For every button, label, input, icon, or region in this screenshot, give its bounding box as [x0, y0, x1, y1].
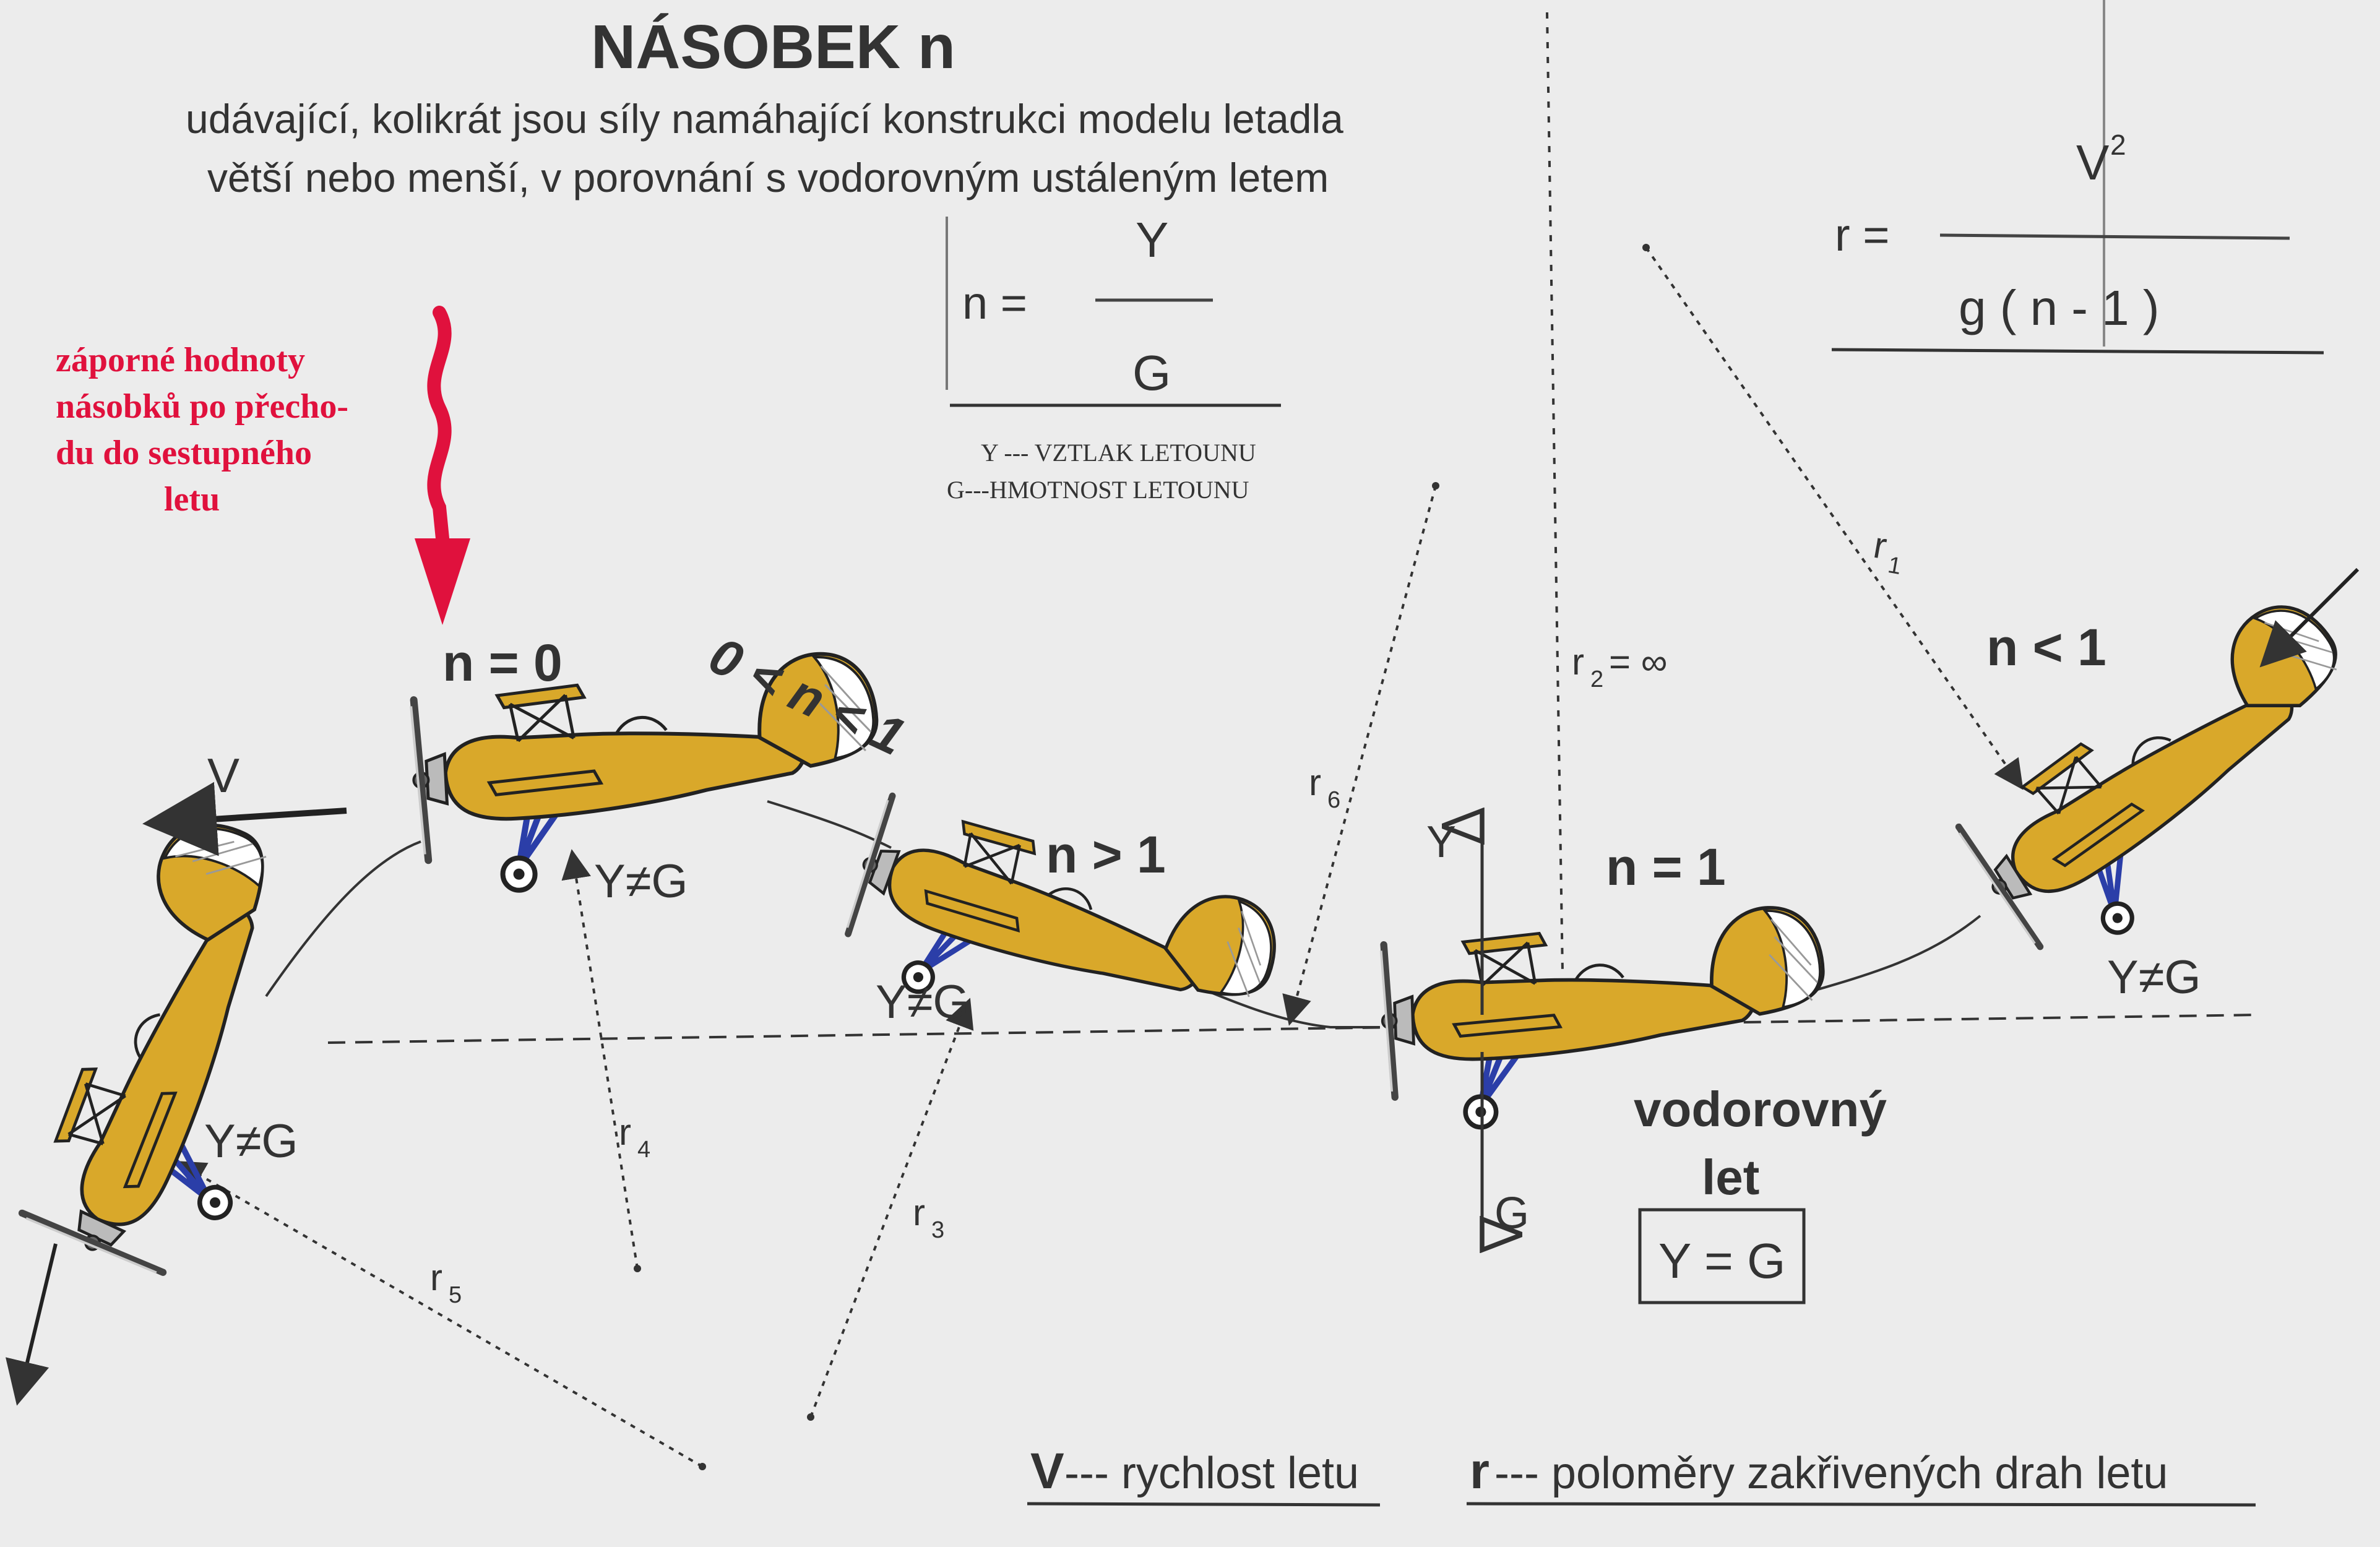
red-arrow-head-icon — [415, 538, 470, 625]
radius-r1-line — [1645, 246, 2024, 790]
label-r5: r 5 — [430, 1257, 462, 1308]
svg-text:r: r — [430, 1257, 442, 1298]
svg-text:6: 6 — [1327, 787, 1340, 813]
label-y-not-g-dive: Y≠G — [204, 1115, 298, 1168]
legend-g-weight: G---HMOTNOST LETOUNU — [947, 476, 1249, 504]
subtitle-line-1: udávající, kolikrát jsou síly namáhající… — [186, 96, 1343, 142]
svg-text:V: V — [1030, 1443, 1064, 1499]
label-horizontal-flight-line-1: vodorovný — [1634, 1082, 1887, 1137]
airplane-dive — [0, 806, 376, 1295]
radius-r3-line — [809, 998, 974, 1418]
svg-text:r: r — [1871, 524, 1890, 567]
svg-text:4: 4 — [637, 1137, 650, 1163]
label-horizontal-flight-line-2: let — [1702, 1150, 1759, 1205]
svg-text:r: r — [619, 1111, 631, 1153]
subtitle-line-2: větší nebo menší, v porovnání s vodorovn… — [207, 155, 1329, 200]
label-r2: r 2 = ∞ — [1572, 641, 1667, 692]
svg-text:1: 1 — [1886, 552, 1904, 580]
dive-direction-arrow-icon — [5, 1243, 58, 1406]
formula-r-underline — [1831, 348, 2324, 355]
red-note-line-4: letu — [164, 480, 220, 519]
airplane-descending — [829, 774, 1290, 1103]
climb-direction-arrow-icon — [2259, 567, 2360, 668]
svg-text:--- rychlost letu: --- rychlost letu — [1064, 1449, 1359, 1498]
label-y-not-g-top: Y≠G — [594, 855, 688, 908]
vertical-reference-line — [1546, 12, 1564, 972]
label-r6: r 6 — [1309, 762, 1340, 813]
svg-text:= ∞: = ∞ — [1609, 641, 1667, 683]
svg-text:--- poloměry zakřivených dra: --- poloměry zakřivených drah letu — [1494, 1449, 2168, 1498]
formula-r-numerator-exponent: 2 — [2110, 129, 2126, 161]
label-y-not-g-descend: Y≠G — [876, 976, 970, 1028]
formula-r-numerator: V — [2076, 135, 2110, 190]
label-y-not-g-climb: Y≠G — [2107, 951, 2201, 1004]
y-equals-g-box — [1638, 1208, 1806, 1304]
formula-r: r = V 2 g ( n - 1 ) — [1831, 0, 2324, 355]
label-r3: r 3 — [913, 1192, 944, 1243]
svg-text:r: r — [1470, 1443, 1490, 1499]
svg-text:3: 3 — [931, 1217, 944, 1243]
formula-n-denominator: G — [1132, 345, 1171, 400]
radius-r5-line — [175, 1160, 704, 1468]
red-wavy-arrow-icon — [427, 306, 452, 545]
page-title: NÁSOBEK n — [591, 12, 955, 82]
velocity-arrow-icon — [142, 782, 347, 856]
label-r1: r 1 — [1871, 524, 1904, 580]
label-n-less-1: n < 1 — [1986, 618, 2106, 676]
red-note-line-2: násobků po přecho- — [56, 387, 348, 426]
svg-text:r: r — [1572, 641, 1584, 683]
label-r4: r 4 — [619, 1111, 650, 1163]
velocity-label: V — [207, 748, 239, 803]
formula-r-denominator: g ( n - 1 ) — [1959, 280, 2160, 335]
negative-values-note: záporné hodnoty násobků po přecho- du do… — [56, 306, 470, 625]
formula-n: n = Y G — [946, 212, 1281, 407]
flight-path-curve — [265, 800, 1981, 1028]
radius-r4-line — [561, 849, 639, 1269]
red-note-line-1: záporné hodnoty — [56, 341, 305, 379]
legend-y-lift: Y --- VZTLAK LETOUNU — [981, 439, 1256, 467]
footer-legend-radius: r --- poloměry zakřivených drah letu — [1466, 1443, 2256, 1507]
formula-n-lhs: n = — [962, 277, 1027, 329]
label-y-equals-g: Y = G — [1658, 1233, 1785, 1288]
svg-text:r: r — [913, 1192, 925, 1233]
weight-force-label: G — [1494, 1189, 1529, 1238]
svg-text:r: r — [1309, 762, 1321, 803]
horizontal-reference-line — [327, 1014, 2259, 1044]
footer-legend-velocity: V --- rychlost letu — [1027, 1443, 1381, 1507]
red-note-line-3: du do sestupného — [56, 434, 312, 472]
formula-n-numerator: Y — [1136, 212, 1168, 267]
radius-r6-line — [1282, 485, 1437, 1026]
label-n-equals-0: n = 0 — [442, 634, 563, 692]
lift-force-label: Y — [1426, 817, 1456, 867]
svg-text:2: 2 — [1590, 666, 1603, 692]
formula-r-lhs: r = — [1835, 209, 1889, 261]
label-n-greater-1: n > 1 — [1046, 825, 1166, 884]
label-n-equals-1: n = 1 — [1606, 838, 1726, 896]
svg-text:5: 5 — [449, 1282, 462, 1308]
formula-r-fraction-bar — [1939, 233, 2290, 240]
